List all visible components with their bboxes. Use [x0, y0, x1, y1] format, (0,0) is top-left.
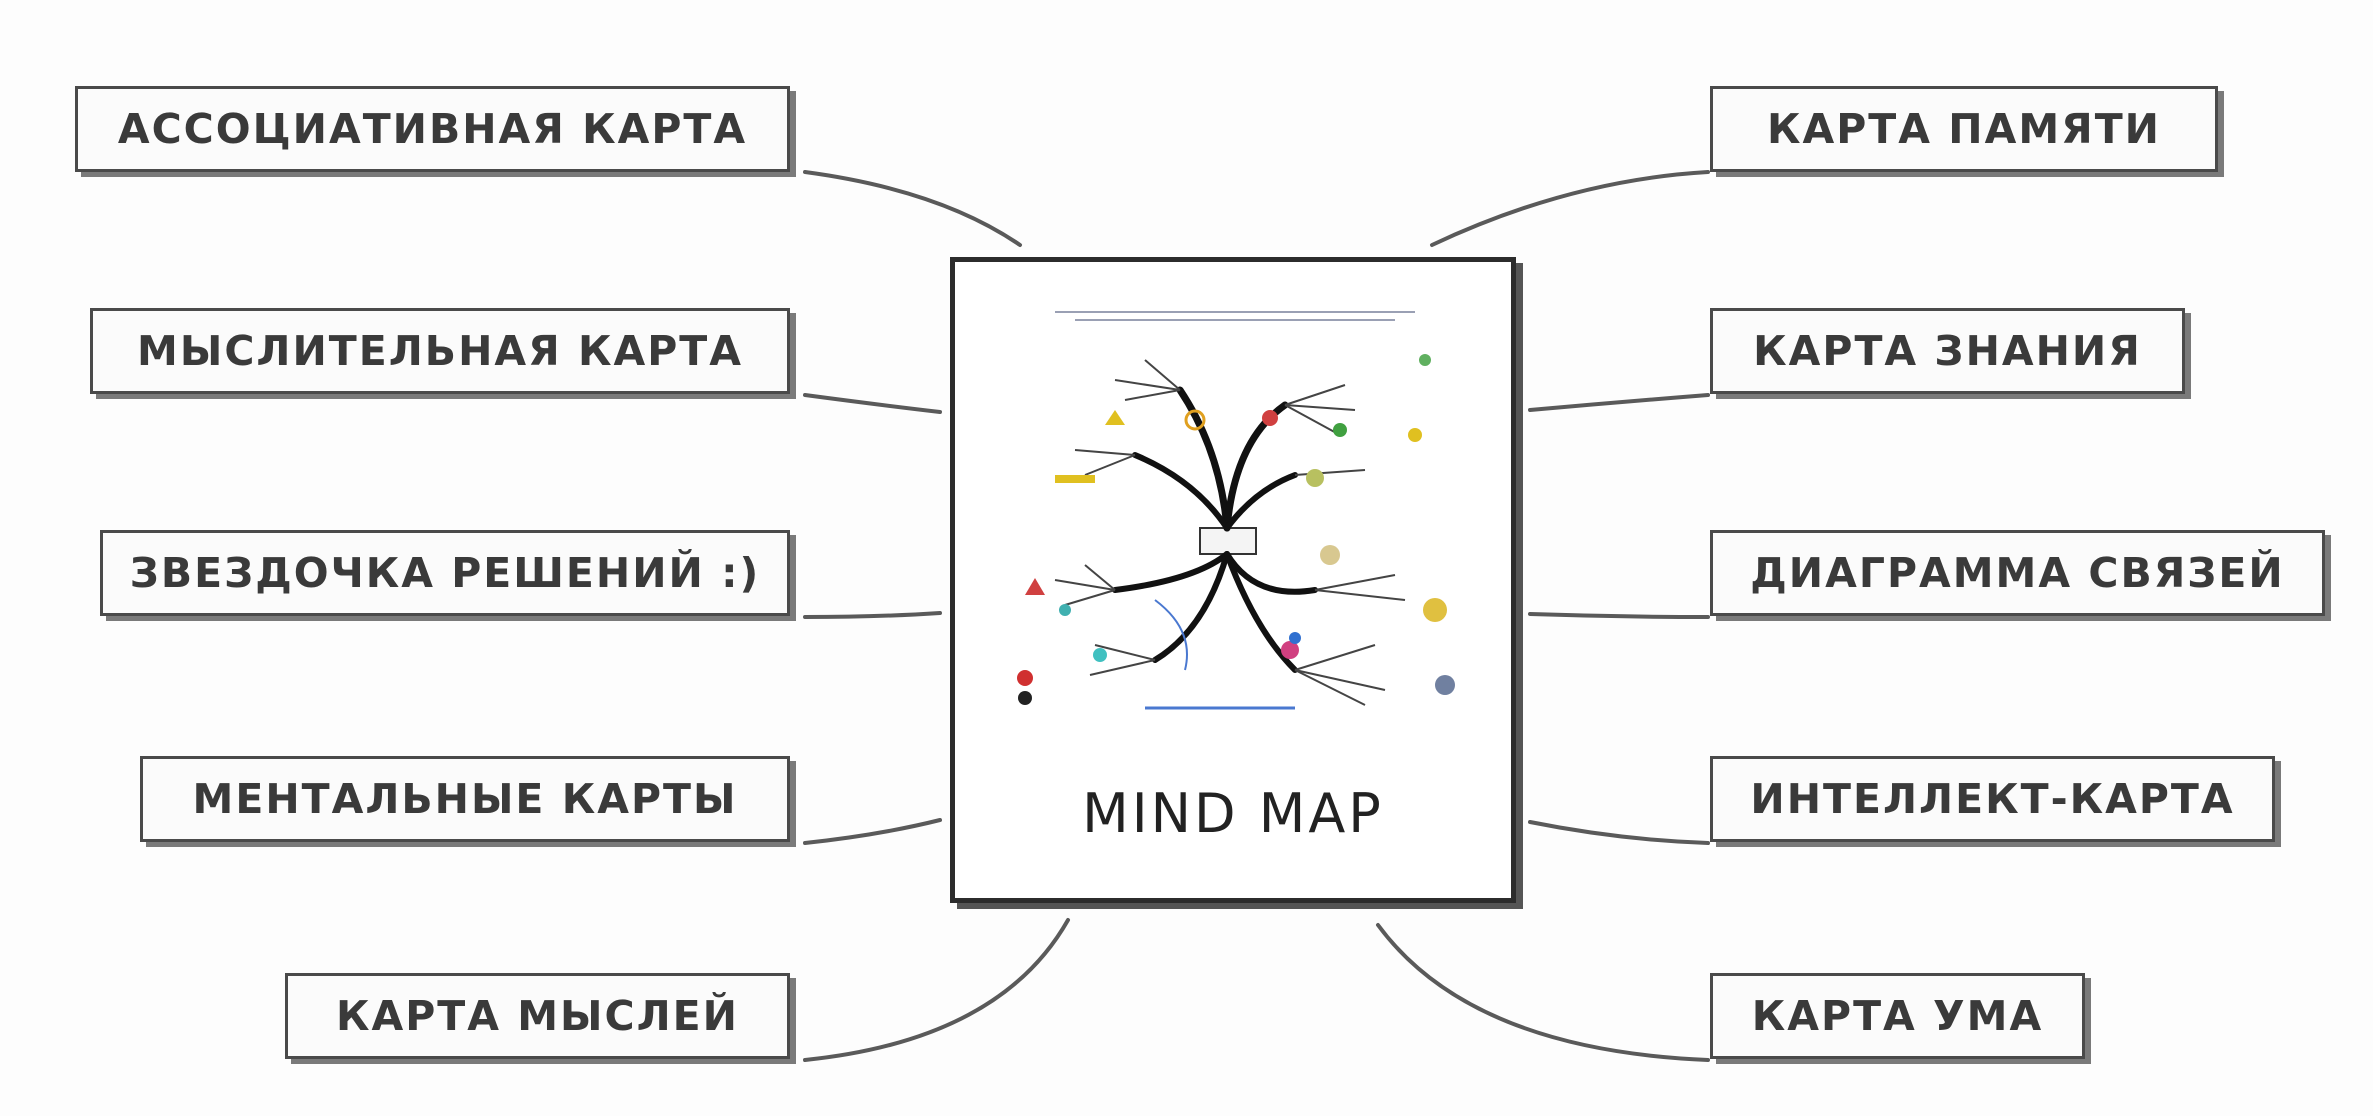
connector-right-5	[1376, 923, 1710, 1062]
label-text: МЕНТАЛЬНЫЕ КАРТЫ	[192, 775, 738, 823]
connector-left-1	[803, 170, 1022, 247]
connector-left-3	[803, 611, 942, 619]
label-knowledge-map: КАРТА ЗНАНИЯ	[1710, 308, 2185, 394]
connector-right-4	[1528, 820, 1710, 845]
label-text: ИНТЕЛЛЕКТ-КАРТА	[1750, 775, 2235, 823]
label-text: КАРТА ЗНАНИЯ	[1753, 327, 2142, 375]
label-text: ЗВЕЗДОЧКА РЕШЕНИЙ :)	[129, 549, 761, 597]
label-thoughts-map: КАРТА МЫСЛЕЙ	[285, 973, 790, 1059]
label-connections-diagram: ДИАГРАММА СВЯЗЕЙ	[1710, 530, 2325, 616]
label-mental-maps: МЕНТАЛЬНЫЕ КАРТЫ	[140, 756, 790, 842]
label-text: КАРТА ПАМЯТИ	[1767, 105, 2161, 153]
center-title: MIND MAP	[1082, 782, 1384, 845]
connector-left-4	[803, 818, 942, 845]
label-text: КАРТА УМА	[1751, 992, 2044, 1040]
connector-right-3	[1528, 612, 1710, 619]
label-decision-star: ЗВЕЗДОЧКА РЕШЕНИЙ :)	[100, 530, 790, 616]
connector-right-2	[1528, 393, 1710, 412]
mind-map-thumbnail	[1017, 311, 1455, 710]
label-text: МЫСЛИТЕЛЬНАЯ КАРТА	[137, 327, 743, 375]
label-text: ДИАГРАММА СВЯЗЕЙ	[1750, 549, 2285, 597]
connector-right-1	[1430, 170, 1710, 247]
label-thinking-map: МЫСЛИТЕЛЬНАЯ КАРТА	[90, 308, 790, 394]
connector-left-5	[803, 918, 1070, 1062]
label-memory-map: КАРТА ПАМЯТИ	[1710, 86, 2218, 172]
connector-left-2	[803, 393, 942, 414]
label-intellect-map: ИНТЕЛЛЕКТ-КАРТА	[1710, 756, 2275, 842]
label-text: АССОЦИАТИВНАЯ КАРТА	[117, 105, 748, 153]
mind-map-panel: MIND MAP	[950, 257, 1516, 903]
label-mind-map: КАРТА УМА	[1710, 973, 2085, 1059]
label-associative-map: АССОЦИАТИВНАЯ КАРТА	[75, 86, 790, 172]
label-text: КАРТА МЫСЛЕЙ	[335, 992, 739, 1040]
